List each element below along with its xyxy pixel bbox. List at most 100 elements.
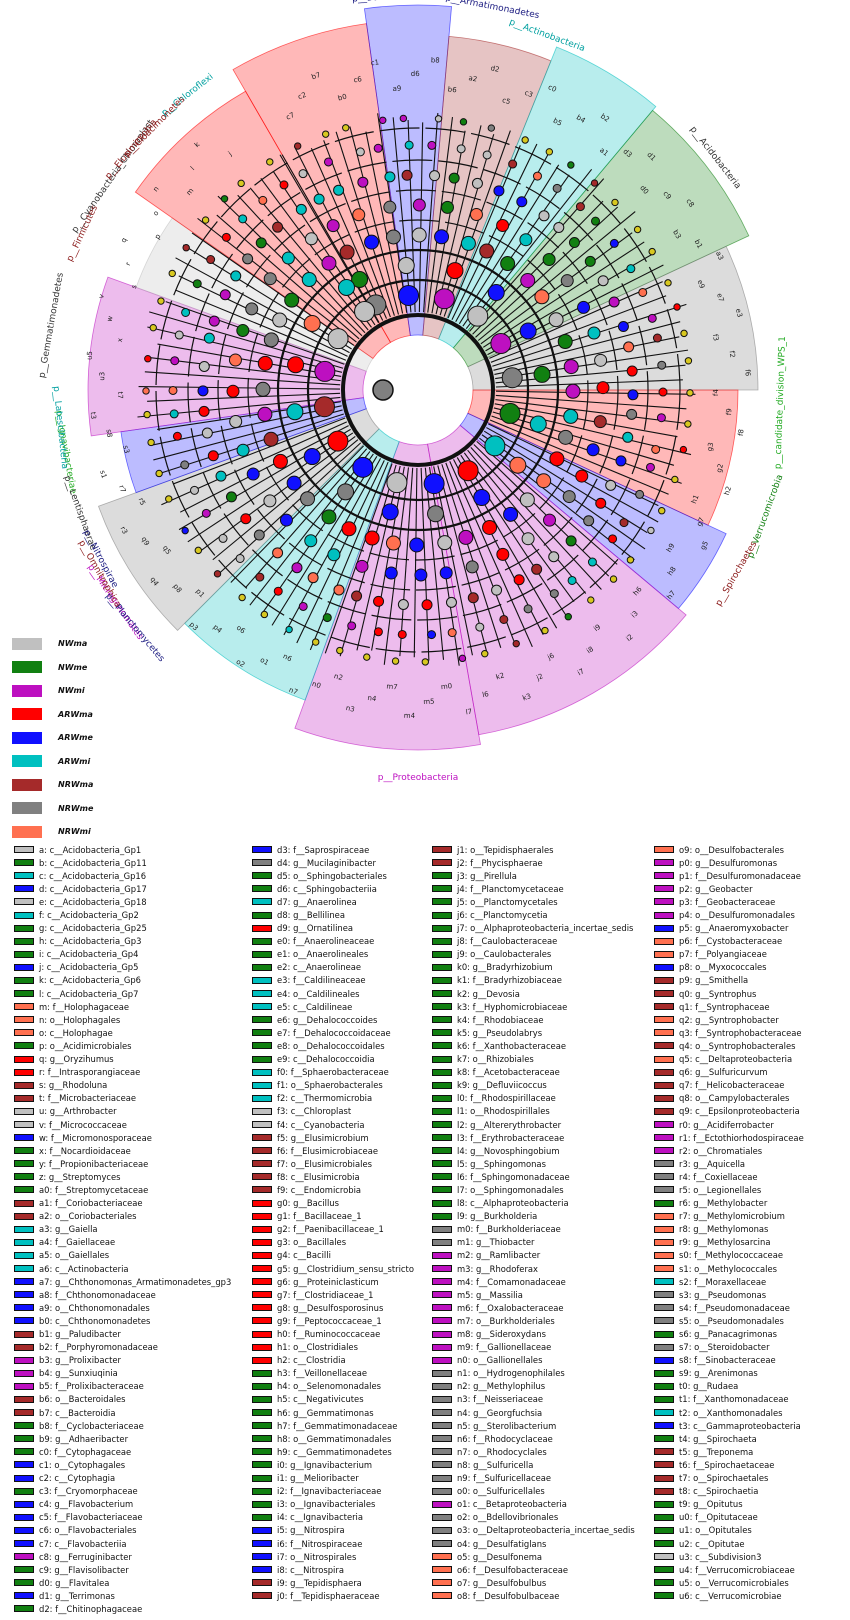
taxon-swatch bbox=[654, 1094, 674, 1102]
tree-node bbox=[523, 604, 533, 614]
taxon-label: i0: g__Ignavibacterium bbox=[277, 1459, 373, 1470]
taxon-legend-item: g9: f__Peptococcaceae_1 bbox=[252, 1314, 457, 1327]
taxon-label: c5: f__Flavobacteriaceae bbox=[39, 1512, 143, 1523]
clade-label: e7 bbox=[715, 292, 725, 303]
taxon-legend-item: s4: f__Pseudomonadaceae bbox=[654, 1301, 850, 1314]
taxon-legend-item: t5: g__Treponema bbox=[654, 1445, 850, 1458]
taxon-legend-item: u0: f__Opitutaceae bbox=[654, 1511, 850, 1524]
taxon-label: r: f__Intrasporangiaceae bbox=[39, 1067, 141, 1078]
tree-node bbox=[609, 238, 619, 248]
taxon-swatch bbox=[654, 1579, 674, 1587]
tree-node bbox=[638, 287, 648, 297]
tree-node bbox=[363, 653, 371, 661]
taxon-label: g: c__Acidobacteria_Gp25 bbox=[39, 923, 147, 934]
taxon-label: o2: o__Bdellovibrionales bbox=[457, 1512, 559, 1523]
taxon-label: f7: o__Elusimicrobiales bbox=[277, 1158, 372, 1169]
tree-branch bbox=[296, 460, 385, 644]
tree-branch bbox=[433, 466, 473, 656]
taxon-swatch bbox=[432, 937, 452, 945]
clade-label: o2 bbox=[235, 658, 247, 669]
taxon-swatch bbox=[654, 1042, 674, 1050]
tree-node bbox=[440, 200, 454, 214]
taxon-swatch bbox=[252, 1186, 272, 1194]
tree-node bbox=[272, 547, 284, 559]
group-legend-item: NRWma bbox=[12, 773, 152, 797]
tree-branch bbox=[431, 130, 466, 314]
taxon-legend-item: g8: g__Desulfosporosinus bbox=[252, 1301, 457, 1314]
tree-node bbox=[520, 273, 536, 289]
taxon-swatch bbox=[654, 1147, 674, 1155]
phylum-label: p__candidate_division_WPS_1 bbox=[773, 336, 788, 469]
taxon-swatch bbox=[252, 990, 272, 998]
taxon-label: k4: f__Rhodobiaceae bbox=[457, 1014, 544, 1025]
tree-branch bbox=[365, 131, 404, 314]
clade-label: s1 bbox=[98, 469, 108, 479]
tree-node bbox=[481, 649, 489, 658]
taxon-legend-item: p7: f__Polyangiaceae bbox=[654, 948, 850, 961]
taxon-swatch bbox=[654, 1356, 674, 1364]
taxon-swatch bbox=[432, 1553, 452, 1561]
taxon-swatch bbox=[14, 1513, 34, 1521]
tree-node bbox=[194, 546, 203, 555]
taxon-legend-item: g1: f__Bacillaceae_1 bbox=[252, 1210, 457, 1223]
tree-node bbox=[198, 405, 210, 417]
tree-branch bbox=[493, 321, 681, 371]
taxon-label: n3: f__Neisseriaceae bbox=[457, 1394, 544, 1405]
taxon-legend-item: p2: g__Geobacter bbox=[654, 882, 850, 895]
taxon-legend-item: b8: f__Cyclobacteriaceae bbox=[14, 1419, 219, 1432]
clade-label: x bbox=[116, 337, 125, 342]
taxon-label: n9: f__Sulfuricellaceae bbox=[457, 1473, 552, 1484]
tree-node bbox=[434, 115, 443, 123]
taxon-legend-item: f8: c__Elusimicrobia bbox=[252, 1170, 457, 1183]
taxon-label: s6: g__Panacagrimonas bbox=[679, 1329, 778, 1340]
taxon-swatch bbox=[654, 1134, 674, 1142]
tree-node bbox=[627, 389, 639, 401]
tree-ring bbox=[217, 189, 619, 591]
tree-branch bbox=[392, 117, 412, 313]
tree-node bbox=[626, 264, 636, 274]
tree-node bbox=[460, 235, 476, 251]
taxon-label: m: f__Holophagaceae bbox=[39, 1001, 130, 1012]
taxon-label: o4: g__Desulfatiglans bbox=[457, 1538, 547, 1549]
taxon-swatch bbox=[14, 872, 34, 880]
tree-node bbox=[189, 485, 199, 495]
taxon-label: o6: f__Desulfobacteraceae bbox=[457, 1564, 569, 1575]
taxon-label: x: f__Nocardioidaceae bbox=[39, 1145, 131, 1156]
taxon-swatch bbox=[14, 898, 34, 906]
taxon-legend-item: u1: o__Opitutales bbox=[654, 1524, 850, 1537]
taxon-legend-item: f2: c__Thermomicrobia bbox=[252, 1092, 457, 1105]
taxon-swatch bbox=[14, 1068, 34, 1076]
tree-node bbox=[404, 140, 414, 150]
taxon-legend-item: d3: f__Saprospiraceae bbox=[252, 843, 457, 856]
clade-label: l7 bbox=[465, 708, 473, 717]
tree-branch bbox=[494, 403, 678, 438]
taxon-label: j1: o__Tepidisphaerales bbox=[457, 844, 554, 855]
taxon-legend-item: j0: f__Tepidisphaeraceae bbox=[252, 1589, 457, 1602]
taxon-label: s1: o__Methylococcales bbox=[679, 1263, 777, 1274]
taxon-swatch bbox=[252, 1487, 272, 1495]
tree-node bbox=[287, 356, 305, 374]
taxon-swatch bbox=[14, 1553, 34, 1561]
taxon-label: h0: f__Ruminococcaceae bbox=[277, 1329, 381, 1340]
clade-label: d1 bbox=[645, 151, 657, 163]
taxon-legend-item: b1: g__Paludibacter bbox=[14, 1327, 219, 1340]
tree-node bbox=[213, 570, 222, 578]
taxon-label: n6: f__Rhodocyclaceae bbox=[457, 1433, 553, 1444]
tree-node bbox=[562, 490, 576, 504]
taxon-swatch bbox=[252, 1094, 272, 1102]
tree-node bbox=[298, 601, 308, 611]
taxon-label: l: c__Acidobacteria_Gp7 bbox=[39, 988, 139, 999]
clade-label: f3 bbox=[711, 333, 720, 341]
taxon-legend-item: b7: c__Bacteroidia bbox=[14, 1406, 219, 1419]
clade-label: m4 bbox=[404, 712, 416, 720]
tree-branch bbox=[179, 425, 349, 513]
tree-branch bbox=[467, 449, 587, 594]
taxon-swatch bbox=[432, 1382, 452, 1390]
tree-node bbox=[169, 409, 179, 419]
tree-node bbox=[397, 629, 407, 639]
taxon-swatch bbox=[252, 1409, 272, 1417]
tree-node bbox=[355, 147, 365, 157]
taxon-label: k9: g__Defluviicoccus bbox=[457, 1080, 547, 1091]
taxon-swatch bbox=[654, 1278, 674, 1286]
